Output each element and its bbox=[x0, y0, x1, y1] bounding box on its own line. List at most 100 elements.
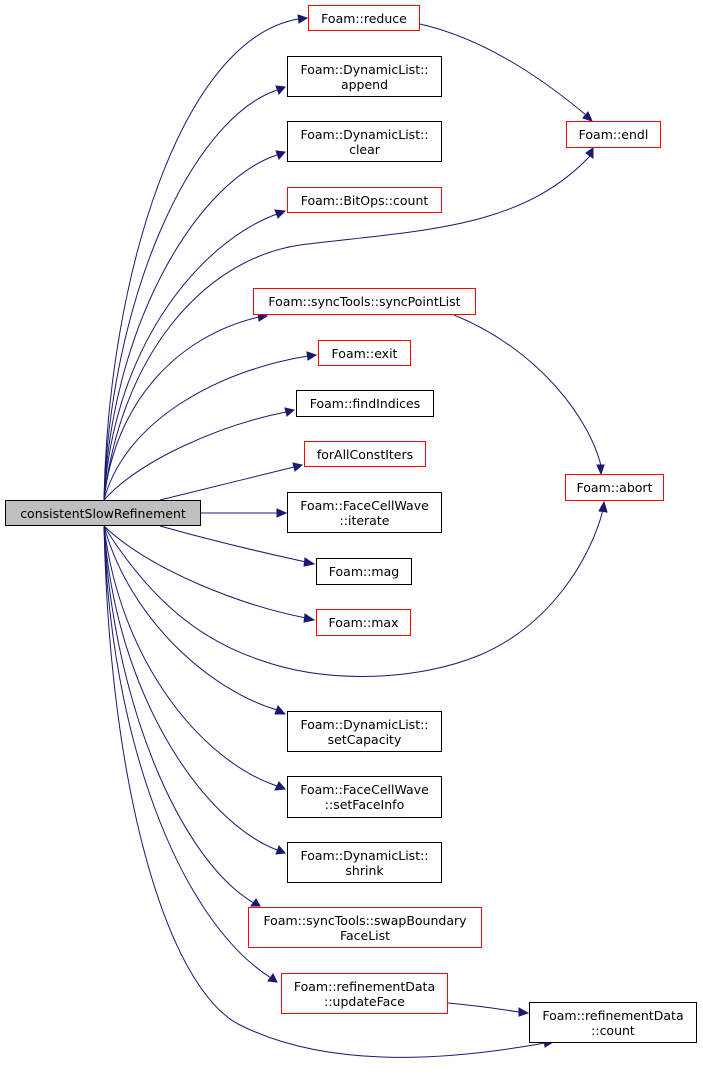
node-foam-exit[interactable]: Foam::exit bbox=[318, 340, 411, 366]
arrowhead bbox=[582, 111, 593, 122]
edge-to-swapboundary bbox=[103, 525, 261, 907]
node-label: Foam::mag bbox=[328, 564, 400, 579]
edge-line bbox=[103, 154, 278, 501]
arrowhead bbox=[276, 508, 288, 518]
edge-updateface-to-refdata-count bbox=[447, 1002, 530, 1017]
edge-to-max bbox=[103, 525, 316, 623]
edge-line bbox=[103, 525, 546, 1058]
edge-to-shrink bbox=[103, 525, 286, 855]
arrowhead bbox=[292, 462, 304, 472]
arrowhead bbox=[274, 781, 287, 791]
node-label: Foam::DynamicList:: bbox=[300, 61, 429, 77]
edge-line bbox=[159, 466, 295, 501]
node-label: Foam::BitOps::count bbox=[300, 192, 429, 208]
node-label: Foam::abort bbox=[576, 480, 653, 495]
arrowhead bbox=[306, 351, 318, 361]
node-label: shrink bbox=[345, 862, 384, 878]
arrowhead bbox=[284, 407, 296, 417]
arrowhead bbox=[275, 85, 286, 95]
node-label: forAllConstIters bbox=[316, 446, 414, 462]
node-label: ::iterate bbox=[339, 512, 390, 528]
edge-line bbox=[103, 18, 299, 501]
node-label: Foam::refinementData bbox=[293, 978, 436, 994]
arrowhead bbox=[598, 500, 608, 513]
node-label: Foam::max bbox=[328, 615, 399, 630]
node-foam-findindices[interactable]: Foam::findIndices bbox=[296, 390, 434, 417]
node-foam-endl[interactable]: Foam::endl bbox=[566, 121, 661, 148]
arrowhead bbox=[596, 464, 605, 476]
edge-to-append bbox=[103, 85, 286, 501]
arrowhead bbox=[274, 209, 287, 219]
edge-line bbox=[103, 525, 255, 904]
edge-to-mag bbox=[159, 525, 316, 567]
node-label: setCapacity bbox=[327, 731, 402, 747]
node-synctools-swapboundaryfacelist[interactable]: Foam::syncTools::swapBoundary FaceList bbox=[248, 907, 482, 948]
edge-line bbox=[453, 314, 602, 467]
node-refinementdata-count[interactable]: Foam::refinementData ::count bbox=[529, 1002, 697, 1043]
edge-reduce-to-endl bbox=[419, 23, 593, 122]
node-foam-reduce[interactable]: Foam::reduce bbox=[308, 5, 420, 31]
edge-to-iterate bbox=[201, 508, 288, 518]
node-label: clear bbox=[349, 141, 380, 157]
node-label: ::count bbox=[591, 1022, 635, 1038]
edge-to-abort-from-root bbox=[103, 500, 608, 677]
arrowhead bbox=[303, 613, 316, 623]
edge-line bbox=[447, 1002, 520, 1013]
edge-line bbox=[103, 316, 260, 501]
edge-line bbox=[103, 525, 278, 711]
node-dynamiclist-setcapacity[interactable]: Foam::DynamicList:: setCapacity bbox=[287, 711, 442, 752]
node-label: Foam::DynamicList:: bbox=[300, 126, 429, 142]
edge-to-forallconstiters bbox=[159, 462, 304, 501]
arrowhead bbox=[275, 845, 286, 855]
arrowhead bbox=[303, 557, 316, 567]
node-label: append bbox=[340, 76, 389, 92]
node-facecellwave-iterate[interactable]: Foam::FaceCellWave ::iterate bbox=[287, 492, 442, 533]
edge-line bbox=[419, 23, 587, 116]
arrowhead bbox=[297, 14, 309, 24]
edge-line bbox=[103, 89, 278, 501]
edge-to-clear bbox=[103, 150, 286, 501]
node-label: Foam::reduce bbox=[321, 10, 407, 26]
node-label: Foam::endl bbox=[578, 127, 649, 142]
node-dynamiclist-shrink[interactable]: Foam::DynamicList:: shrink bbox=[287, 842, 442, 883]
node-foam-abort[interactable]: Foam::abort bbox=[565, 474, 664, 501]
node-dynamiclist-append[interactable]: Foam::DynamicList:: append bbox=[287, 56, 442, 97]
node-label: FaceList bbox=[339, 927, 391, 943]
node-forallconstiters[interactable]: forAllConstIters bbox=[304, 441, 426, 467]
arrowhead bbox=[585, 147, 594, 159]
node-facecellwave-setfaceinfo[interactable]: Foam::FaceCellWave ::setFaceInfo bbox=[287, 776, 442, 818]
edge-line bbox=[103, 355, 309, 501]
edge-to-updateface bbox=[103, 525, 278, 983]
arrowhead bbox=[518, 1007, 530, 1017]
edge-to-setfaceinfo bbox=[103, 525, 287, 791]
node-label: Foam::FaceCellWave bbox=[300, 782, 429, 797]
node-label: Foam::findIndices bbox=[309, 396, 421, 411]
node-label: Foam::DynamicList:: bbox=[300, 716, 429, 732]
node-label: ::setFaceInfo bbox=[324, 797, 405, 812]
arrowhead bbox=[275, 150, 286, 160]
edge-line bbox=[103, 411, 287, 501]
node-refinementdata-updateface[interactable]: Foam::refinementData ::updateFace bbox=[281, 973, 448, 1014]
node-label: Foam::syncTools::syncPointList bbox=[268, 294, 461, 309]
node-label: consistentSlowRefinement bbox=[20, 505, 186, 521]
node-foam-max[interactable]: Foam::max bbox=[316, 609, 411, 636]
node-label: Foam::refinementData bbox=[542, 1007, 684, 1023]
edge-to-exit bbox=[103, 351, 318, 501]
node-foam-mag[interactable]: Foam::mag bbox=[316, 558, 412, 585]
node-bitops-count[interactable]: Foam::BitOps::count bbox=[287, 187, 442, 213]
arrowhead bbox=[250, 898, 261, 907]
edge-line bbox=[103, 525, 307, 619]
node-synctools-syncpointlist[interactable]: Foam::syncTools::syncPointList bbox=[253, 288, 476, 315]
node-consistent-slow-refinement: consistentSlowRefinement bbox=[5, 500, 201, 526]
node-label: Foam::DynamicList:: bbox=[300, 847, 429, 863]
edge-to-endl-from-root bbox=[103, 147, 594, 501]
edge-line bbox=[103, 509, 604, 677]
edge-to-setcapacity bbox=[103, 525, 287, 715]
edge-to-findindices bbox=[103, 407, 296, 501]
edge-to-reduce bbox=[103, 14, 309, 501]
node-label: Foam::FaceCellWave bbox=[300, 497, 429, 513]
edge-syncpointlist-to-abort bbox=[453, 314, 605, 476]
arrowhead bbox=[274, 705, 287, 715]
node-dynamiclist-clear[interactable]: Foam::DynamicList:: clear bbox=[287, 121, 442, 162]
